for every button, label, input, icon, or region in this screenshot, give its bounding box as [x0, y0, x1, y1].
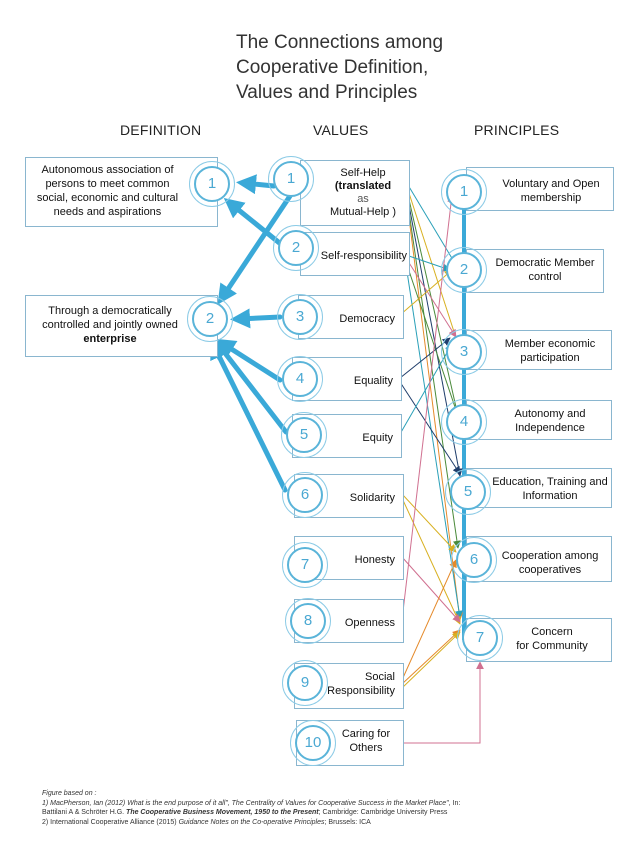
title-line-3: Values and Principles	[236, 82, 418, 103]
title-line-1: The Connections among	[236, 32, 444, 53]
principle-label-3: Member economic participation	[489, 337, 611, 365]
value-1-line4: Mutual-Help )	[329, 206, 397, 218]
definition-number-2: 2	[187, 296, 233, 342]
definition-number-1: 1	[189, 161, 235, 207]
footer-references: Figure based on : 1) MacPherson, Ian (20…	[42, 789, 622, 827]
principle-number-6: 6	[451, 537, 497, 583]
value-number-7: 7	[282, 542, 328, 588]
footer-ref2-publisher: ; Brussels: ICA	[324, 818, 371, 826]
value-number-3: 3	[277, 294, 323, 340]
principle-number-5: 5	[445, 469, 491, 515]
principle-box-1: Voluntary and Open membership	[466, 167, 614, 211]
title-line-2: Cooperative Definition,	[236, 57, 429, 78]
value-number-10: 10	[290, 720, 336, 766]
value-1-line2: (translated	[334, 180, 392, 192]
footer-ref2-title: Guidance Notes on the Co-operative Princ…	[178, 818, 325, 826]
value-label-10: Caring for Others	[327, 727, 405, 755]
principle-box-3: Member economic participation	[466, 330, 612, 370]
value-box-1: Self-Help (translated as Mutual-Help )	[300, 160, 410, 226]
footer-ref2-author: 2) International Cooperative Alliance (2…	[42, 818, 177, 826]
principle-4-line1: Autonomy and	[514, 408, 586, 420]
value-number-4: 4	[277, 356, 323, 402]
value-number-1: 1	[268, 156, 314, 202]
value-9-line2: Responsibility	[327, 685, 395, 697]
definition-text-2-main: Through a democratically controlled and …	[42, 305, 178, 331]
principle-1-line2: membership	[520, 192, 582, 204]
value-label-7: Honesty	[354, 554, 395, 566]
value-label-5: Equity	[362, 432, 393, 444]
definition-box-1: Autonomous association of persons to mee…	[25, 157, 218, 227]
value-definition-arrows	[210, 174, 293, 493]
footer-ref1-publisher: ; Cambridge: Cambridge University Press	[318, 809, 448, 816]
header-values: VALUES	[313, 122, 369, 138]
principle-number-3: 3	[441, 329, 487, 375]
principle-label-5: Education, Training and Information	[489, 475, 611, 503]
header-definition: DEFINITION	[120, 122, 202, 138]
footer-ref1-editors: Battilani A & Schröter H.G.	[42, 809, 125, 816]
principle-box-2: Democratic Member control	[466, 249, 604, 293]
value-number-2: 2	[273, 225, 319, 271]
value-number-9: 9	[282, 660, 328, 706]
principle-3-line1: Member economic	[504, 338, 596, 350]
value-label-8: Openness	[344, 617, 395, 629]
principle-7-line1: Concern	[531, 626, 573, 638]
header-principles: PRINCIPLES	[474, 122, 560, 138]
principle-1-line1: Voluntary and Open	[502, 178, 600, 190]
value-1-line1: Self-Help	[340, 167, 386, 179]
principle-number-1: 1	[441, 169, 487, 215]
footer-intro: Figure based on :	[42, 790, 97, 797]
principle-5-line1: Education, Training and	[492, 476, 608, 488]
principle-5-line2: Information	[522, 490, 578, 502]
definition-text-2-bold: enterprise	[83, 333, 137, 345]
principle-6-line1: Cooperation among	[501, 550, 599, 562]
value-label-4: Equality	[353, 375, 393, 387]
principle-7-line2: for Community	[516, 640, 588, 652]
principle-label-6: Cooperation among cooperatives	[489, 549, 611, 577]
principle-label-4: Autonomy and Independence	[489, 407, 611, 435]
footer-ref1-book: The Cooperative Business Movement, 1950 …	[126, 809, 319, 816]
definition-text-2: Through a democratically controlled and …	[30, 304, 190, 346]
principle-number-7: 7	[457, 615, 503, 661]
footer-ref1-title: What is the end purpose of it all", The …	[127, 799, 449, 807]
footer-ref-1: 1) MacPherson, Ian (2012) What is the en…	[42, 799, 622, 809]
value-9-line1: Social	[365, 671, 395, 683]
footer-ref1-author: 1) MacPherson, Ian (2012)	[42, 799, 126, 807]
principle-number-2: 2	[441, 247, 487, 293]
principle-label-2: Democratic Member control	[485, 256, 605, 284]
footer-ref-2: 2) International Cooperative Alliance (2…	[42, 818, 622, 828]
value-label-6: Solidarity	[349, 492, 395, 504]
value-label-3: Democracy	[339, 313, 395, 325]
definition-text-1: Autonomous association of persons to mee…	[36, 164, 179, 218]
value-number-5: 5	[281, 412, 327, 458]
principle-4-line2: Independence	[515, 422, 585, 434]
principle-2-line2: control	[528, 271, 562, 283]
footer-ref-1b: Battilani A & Schröter H.G. The Cooperat…	[42, 808, 622, 818]
definition-box-2: Through a democratically controlled and …	[25, 295, 218, 357]
value-10-line1: Caring for	[341, 728, 391, 740]
value-label-1: Self-Help (translated as Mutual-Help )	[317, 167, 409, 219]
page-title: The Connections among Cooperative Defini…	[236, 30, 496, 105]
principle-number-4: 4	[441, 399, 487, 445]
principle-box-4: Autonomy and Independence	[466, 400, 612, 440]
principle-3-line2: participation	[520, 352, 580, 364]
footer-ref1-in: , In:	[448, 799, 461, 807]
value-1-line3: as	[357, 193, 369, 205]
value-box-2: Self-responsibility	[300, 232, 410, 276]
principle-label-7: Concern for Community	[497, 625, 607, 653]
principle-2-line1: Democratic Member	[495, 257, 595, 269]
value-10-line2: Others	[349, 742, 383, 754]
value-number-6: 6	[282, 472, 328, 518]
value-label-9: Social Responsibility	[301, 670, 395, 698]
principle-6-line2: cooperatives	[518, 564, 582, 576]
value-label-2: Self-responsibility	[320, 250, 407, 262]
principle-label-1: Voluntary and Open membership	[489, 177, 613, 205]
value-number-8: 8	[285, 598, 331, 644]
